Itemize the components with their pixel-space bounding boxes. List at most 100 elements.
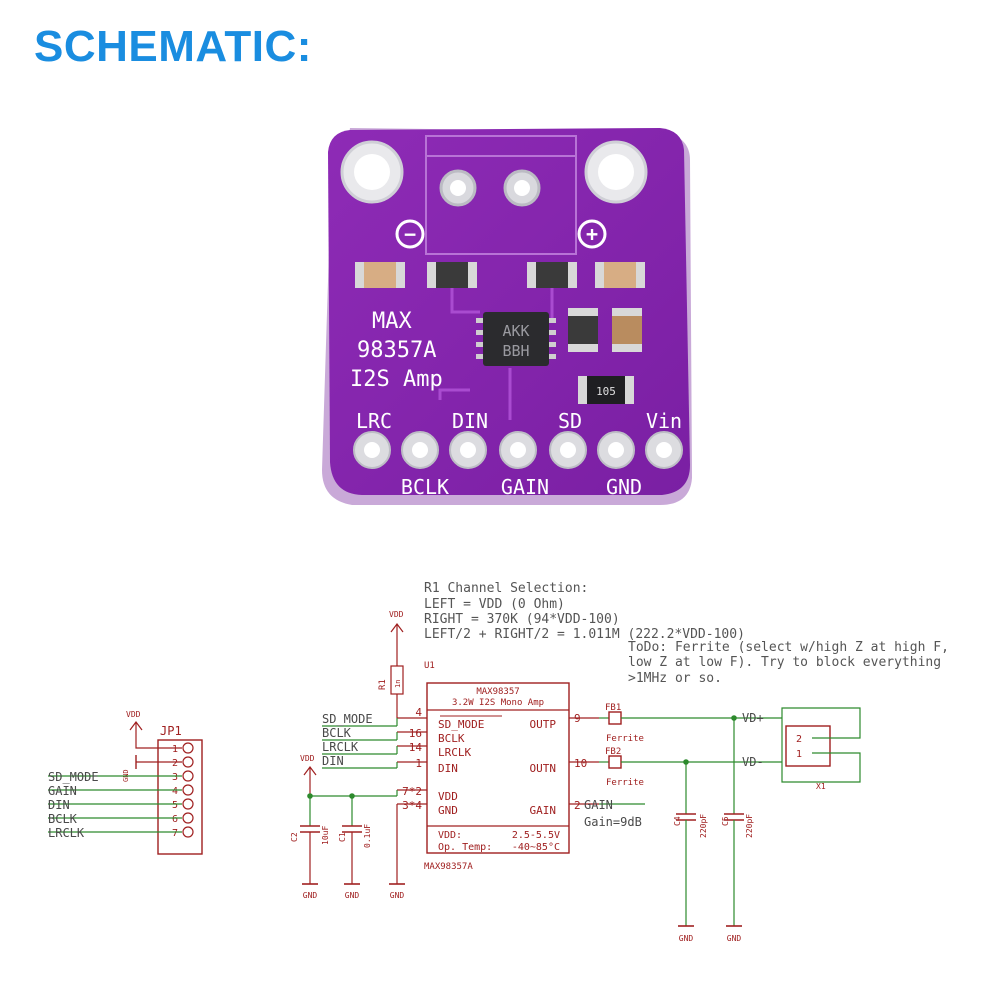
c5-ref: C5 [721,816,730,826]
capacitor [355,262,405,288]
u1-desc: 3.2W I2S Mono Amp [452,698,544,708]
jp1-net-lrclk: LRCLK [48,826,85,840]
c4-gnd-label: GND [679,934,694,943]
board-photo: − + AKK BBH 105 MAX 98357A I2S Amp LRC D… [322,128,692,505]
fb2-ref: FB2 [605,747,621,757]
pin-label-gnd: GND [606,475,642,499]
resistor-marking: 105 [596,385,616,398]
c2-gnd-label: GND [303,891,318,900]
u1-num-16: 16 [409,727,422,740]
silk-line-1: MAX [372,309,412,334]
jp1-ref: JP1 [160,724,182,738]
jp1-pin-4: 4 [172,786,178,797]
u1-value: MAX98357A [424,862,473,872]
jp1-pin-3: 3 [172,772,178,783]
fb1-ref: FB1 [605,703,621,713]
vd-minus-label: VD- [742,755,764,769]
gain-net-label: GAIN [584,798,613,812]
x1-pin-1: 1 [796,749,802,760]
x1-ref: X1 [816,782,826,791]
jp1-net-sd-mode: SD_MODE [48,770,99,784]
jp1-net-gain: GAIN [48,784,77,798]
u1-num-7x2: 7*2 [402,785,422,798]
vd-plus-label: VD+ [742,711,764,725]
u1-pin-gnd: GND [438,804,458,817]
note-both: LEFT/2 + RIGHT/2 = 1.011M (222.2*VDD-100… [424,627,745,642]
note-title: R1 Channel Selection: [424,581,588,596]
u1-gnd-label: GND [390,891,405,900]
jp1-pin-7: 7 [172,828,178,839]
c2-value: 10uF [321,826,330,845]
c2-ref: C2 [290,832,299,842]
u1-net-din: DIN [322,754,344,768]
ferrite-bead [527,262,577,288]
chip-marking-line2: BBH [502,342,529,360]
r1-ref: R1 [378,679,388,690]
c1-value: 0.1uF [363,824,372,848]
u1-pin-lrclk: LRCLK [438,746,471,759]
u1-pin-gain: GAIN [530,804,557,817]
u1-pin-din: DIN [438,762,458,775]
u1-num-14: 14 [409,741,423,754]
u1-num-4: 4 [415,706,422,719]
todo-line-2: low Z at low F). Try to block everything [628,655,941,670]
resistor-r1: VDD 1n R1 [378,610,404,718]
u1-pin-vdd: VDD [438,790,458,803]
c4-ref: C4 [673,816,682,826]
c1-gnd-label: GND [345,891,360,900]
output-section: FB1 Ferrite FB2 Ferrite GAIN Gain=9dB C4… [584,703,861,943]
c5-value: 220pF [745,814,754,838]
terminal-outline [425,135,577,255]
jp1-pin-2: 2 [172,758,178,769]
u1-pin-sd-mode: SD_MODE [438,718,484,731]
jp1-pin-6: 6 [172,814,178,825]
capacitor [612,308,642,352]
amplifier-chip [483,312,549,366]
ferrite-bead [568,308,598,352]
u1-ref: U1 [424,661,435,671]
ferrite-bead [427,262,477,288]
u1-footer-vdd-label: VDD: [438,830,462,841]
minus-marking-text: − [404,222,416,246]
connector-jp1: JP1 1 2 3 4 5 6 7 VDD GND [48,710,203,855]
u1-pin-bclk: BCLK [438,732,465,745]
u1-num-9: 9 [574,712,581,725]
u1-num-10: 10 [574,757,587,770]
jp1-net-bclk: BCLK [48,812,78,826]
jp1-pin-1: 1 [172,744,178,755]
plus-marking-text: + [586,222,598,246]
c4-value: 220pF [699,814,708,838]
u1-num-1: 1 [415,757,422,770]
r1-vdd-label: VDD [389,610,404,619]
resistor [578,376,634,404]
jp1-net-din: DIN [48,798,70,812]
ic-u1: U1 MAX98357 3.2W I2S Mono Amp SD_MODE BC… [322,661,599,872]
u1-num-3x4: 3*4 [402,799,422,812]
note-right: RIGHT = 370K (94*VDD-100) [424,612,620,627]
fb1-value: Ferrite [606,734,644,744]
u1-footer-vdd-value: 2.5-5.5V [512,830,560,841]
u1-net-sd-mode: SD_MODE [322,712,373,726]
u1-part: MAX98357 [476,687,519,697]
vdd-rail-label: VDD [300,754,315,763]
todo-line-3: >1MHz or so. [628,671,722,686]
fb2-value: Ferrite [606,778,644,788]
u1-net-lrclk: LRCLK [322,740,359,754]
pin-label-bclk: BCLK [401,475,449,499]
u1-pin-outn: OUTN [530,762,557,775]
pin-label-din: DIN [452,409,488,433]
pin-label-lrc: LRC [356,409,392,433]
silk-line-2: 98357A [357,338,436,363]
header-pads [353,431,683,469]
c5-gnd-label: GND [727,934,742,943]
power-rail: VDD C2 10uF GND C1 0.1uF GND GND [290,754,405,900]
jp1-vdd-label: VDD [126,710,141,719]
minus-marking [395,219,425,249]
capacitor [595,262,645,288]
note-left: LEFT = VDD (0 Ohm) [424,597,565,612]
page-title: SCHEMATIC: [34,22,312,71]
u1-num-2: 2 [574,799,581,812]
plus-marking [577,219,607,249]
pin-label-vin: Vin [646,409,682,433]
